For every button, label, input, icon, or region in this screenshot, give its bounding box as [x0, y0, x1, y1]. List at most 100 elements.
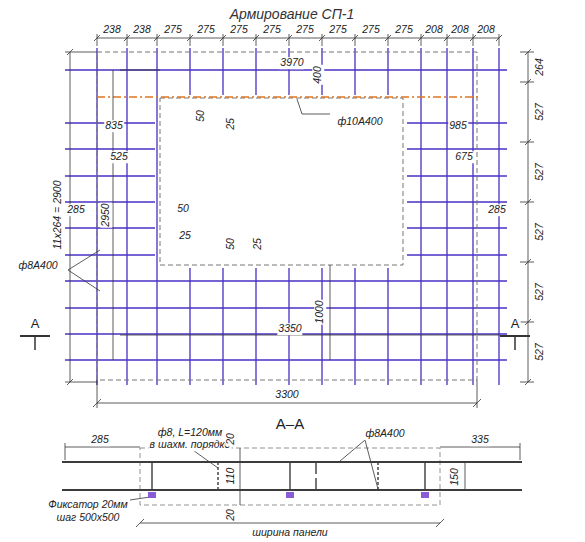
stroke — [520, 202, 534, 203]
stroke — [67, 379, 73, 385]
dimension-label: 238 — [132, 24, 152, 36]
dimension-label: 3350 — [277, 323, 302, 335]
dimension-label: 985 — [448, 120, 468, 132]
dimension-label: А–А — [275, 416, 305, 433]
stroke — [97, 34, 98, 46]
stroke — [520, 142, 534, 143]
stroke — [65, 175, 155, 176]
dimension-label: 238 — [102, 24, 122, 36]
stroke — [354, 48, 355, 95]
stroke — [187, 35, 193, 41]
dimension-label: шаг 500х500 — [56, 512, 121, 524]
stroke — [255, 268, 256, 385]
stroke — [321, 268, 322, 385]
stroke — [286, 35, 292, 41]
stroke — [520, 382, 534, 383]
stroke — [255, 48, 256, 95]
stroke — [157, 34, 158, 46]
dimension-label: 285 — [487, 204, 507, 216]
stroke — [444, 35, 450, 41]
stroke — [520, 322, 534, 323]
stroke — [407, 201, 507, 202]
stroke — [525, 379, 531, 385]
stroke — [222, 268, 223, 385]
dimension-label: 264 — [534, 57, 546, 77]
stroke — [355, 34, 356, 46]
stroke — [67, 49, 73, 55]
dimension-label: в шахм. порядке — [149, 439, 232, 451]
dimension-label: 400 — [312, 65, 324, 85]
dimension-label: 275 — [262, 24, 282, 36]
stroke — [189, 48, 190, 95]
dimension-label: 150 — [449, 467, 461, 487]
stroke — [407, 148, 507, 149]
dimension-label: 527 — [534, 102, 546, 122]
stroke — [525, 139, 531, 145]
dimension-label: ф8, L=120мм — [157, 427, 223, 439]
dimension-label: 285 — [66, 204, 86, 216]
dimension-label: ф10А400 — [337, 116, 384, 128]
dimension-label: 527 — [534, 162, 546, 182]
stroke — [499, 34, 500, 46]
dimension-label: 50 — [176, 203, 190, 215]
stroke — [124, 35, 130, 41]
stroke — [256, 34, 257, 46]
dimension-label: А — [30, 317, 41, 331]
stroke — [407, 254, 507, 255]
stroke — [65, 307, 507, 308]
stroke — [253, 35, 259, 41]
dimension-label: 527 — [534, 342, 546, 362]
dimension-label: 835 — [104, 120, 124, 132]
stroke — [94, 35, 100, 41]
stroke — [65, 359, 507, 360]
dimension-label: 20 — [225, 432, 237, 446]
dimension-label: 675 — [454, 151, 474, 163]
stroke — [496, 35, 502, 41]
stroke — [289, 34, 290, 46]
stroke — [418, 35, 424, 41]
stroke — [525, 79, 531, 85]
dimension-label: 275 — [196, 24, 216, 36]
dimension-label: 275 — [394, 24, 414, 36]
dimension-label: 275 — [361, 24, 381, 36]
dimension-label: 525 — [109, 151, 129, 163]
dimension-label: 20 — [225, 508, 237, 522]
stroke — [65, 148, 155, 149]
stroke — [525, 49, 531, 55]
dimension-label: 3300 — [274, 389, 299, 401]
stroke — [528, 52, 529, 382]
stroke — [65, 280, 507, 281]
dimension-label: 275 — [295, 24, 315, 36]
stroke — [387, 268, 388, 385]
dimension-label: 208 — [450, 24, 470, 36]
dimension-label: 110 — [225, 467, 237, 486]
dimension-label: ф8А400 — [17, 260, 58, 272]
stroke — [520, 82, 534, 83]
stroke — [388, 34, 389, 46]
dimension-label: 275 — [328, 24, 348, 36]
stroke — [322, 34, 323, 46]
dimension-label: 275 — [229, 24, 249, 36]
dimension-label: 527 — [534, 222, 546, 242]
dimension-label: Фиксатор 20мм — [47, 499, 128, 511]
dimension-label: 50 — [225, 237, 237, 251]
stroke — [525, 199, 531, 205]
stroke — [127, 34, 128, 46]
stroke — [520, 262, 534, 263]
stroke — [407, 227, 507, 228]
stroke — [189, 268, 190, 385]
dimension-label: А — [510, 317, 521, 331]
stroke — [354, 268, 355, 385]
dimension-label: ф8А400 — [364, 428, 405, 440]
stroke — [70, 52, 71, 382]
stroke — [352, 35, 358, 41]
stroke — [407, 175, 507, 176]
stroke — [319, 35, 325, 41]
stroke — [525, 319, 531, 325]
dimension-label: 25 — [178, 230, 192, 242]
stroke — [65, 69, 507, 70]
stroke — [222, 48, 223, 95]
stroke — [525, 259, 531, 265]
dimension-label: 3970 — [279, 57, 304, 69]
